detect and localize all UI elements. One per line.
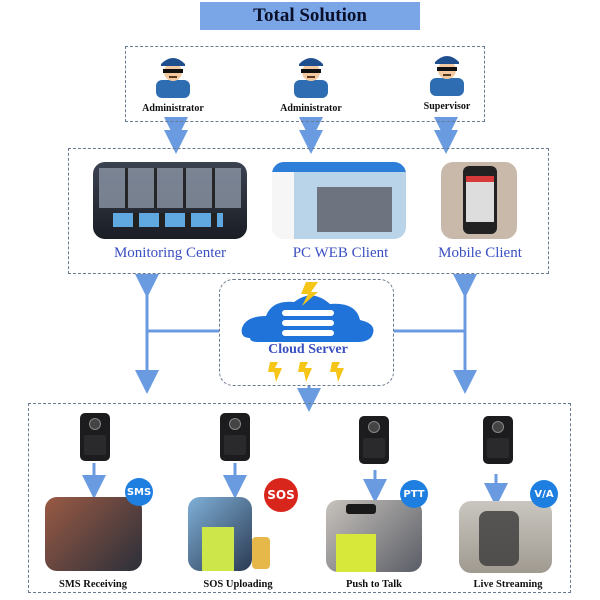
lightning-icon: [268, 362, 282, 382]
sms-receiving-photo: [45, 497, 142, 571]
function-label: Live Streaming: [473, 579, 543, 590]
user-card: Supervisor: [424, 50, 497, 112]
client-label: PC WEB Client: [292, 245, 389, 261]
monitoring-center-photo: [93, 162, 247, 239]
function-label: SMS Receiving: [59, 579, 127, 590]
title-banner: Total Solution: [200, 2, 420, 30]
user-label: Administrator: [280, 103, 342, 114]
lightning-icon: [298, 362, 312, 382]
pc-web-client-screenshot: [272, 162, 406, 239]
police-officer-icon: [156, 58, 190, 98]
push-to-talk-photo: [326, 500, 422, 572]
users-panel: [125, 46, 485, 122]
police-officer-icon: [430, 56, 464, 96]
body-camera-icon: [220, 413, 250, 461]
page-title: Total Solution: [253, 5, 367, 26]
police-officer-icon: [294, 58, 328, 98]
user-card: Administrator: [142, 52, 223, 114]
cloud-server-label: Cloud Server: [268, 342, 348, 357]
sms-badge: SMS: [125, 478, 153, 506]
user-label: Administrator: [142, 103, 204, 114]
sos-badge: SOS: [264, 478, 298, 512]
function-label: SOS Uploading: [203, 579, 273, 590]
body-camera-icon: [359, 416, 389, 464]
mobile-client-photo: [441, 162, 517, 239]
sos-uploading-photo: [188, 497, 252, 571]
hand-pointer-icon: [252, 537, 270, 569]
body-camera-icon: [80, 413, 110, 461]
cloud-server-icon: [241, 282, 374, 382]
clients-panel: [68, 148, 549, 274]
lightning-icon: [301, 282, 318, 306]
ptt-badge: PTT: [400, 480, 428, 508]
client-label: Monitoring Center: [113, 245, 227, 261]
cloud-server-panel: [219, 279, 394, 386]
body-camera-icon: [483, 416, 513, 464]
va-badge: V/A: [530, 480, 558, 508]
live-streaming-photo: [459, 501, 552, 573]
user-label: Supervisor: [423, 101, 471, 112]
lightning-icon: [330, 362, 344, 382]
client-label: Mobile Client: [438, 245, 522, 261]
user-card: Administrator: [280, 52, 361, 114]
functions-panel: [28, 403, 571, 593]
function-label: Push to Talk: [345, 579, 403, 590]
